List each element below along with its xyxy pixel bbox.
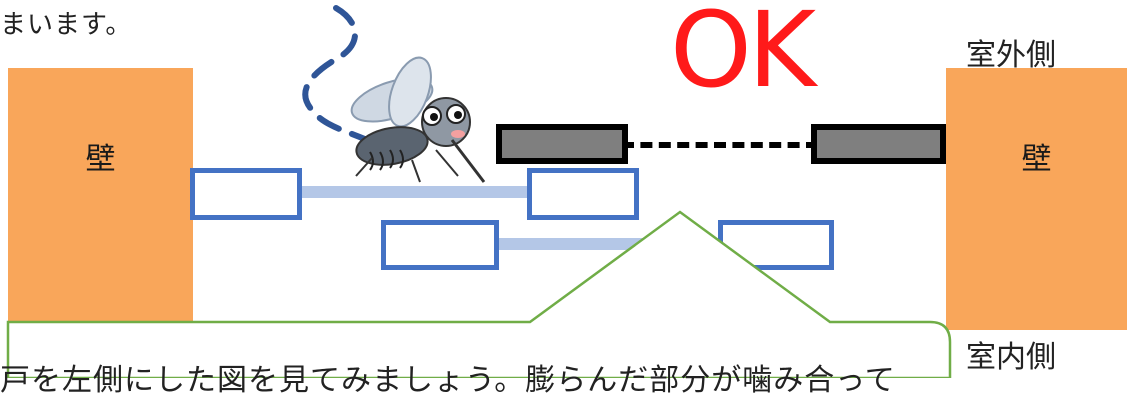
upper-right-frame	[527, 168, 639, 220]
lower-left-frame	[381, 220, 499, 270]
callout-bubble	[6, 210, 952, 378]
ok-label: OK	[670, 0, 816, 111]
upper-screen-bar	[296, 186, 532, 198]
mosquito-icon	[350, 56, 486, 183]
left-wall-label: 壁	[85, 142, 116, 177]
flight-path-swoosh	[302, 5, 375, 145]
right-wall: 壁	[946, 68, 1127, 330]
right-wall-label: 壁	[1021, 142, 1052, 177]
indoor-side-label: 室内側	[966, 340, 1056, 375]
diagram-overlay	[6, 5, 952, 378]
black-frame-left	[496, 124, 628, 164]
dashed-connection-line	[622, 142, 818, 148]
outdoor-side-label: 室外側	[966, 38, 1056, 73]
left-wall: 壁	[8, 68, 193, 330]
callout-text: 戸を左側にした図を見てみましょう。膨らんだ部分が噛み合って	[0, 363, 896, 398]
upper-left-frame	[190, 168, 302, 220]
black-frame-right	[811, 124, 946, 164]
top-text: まいます。	[0, 10, 133, 40]
